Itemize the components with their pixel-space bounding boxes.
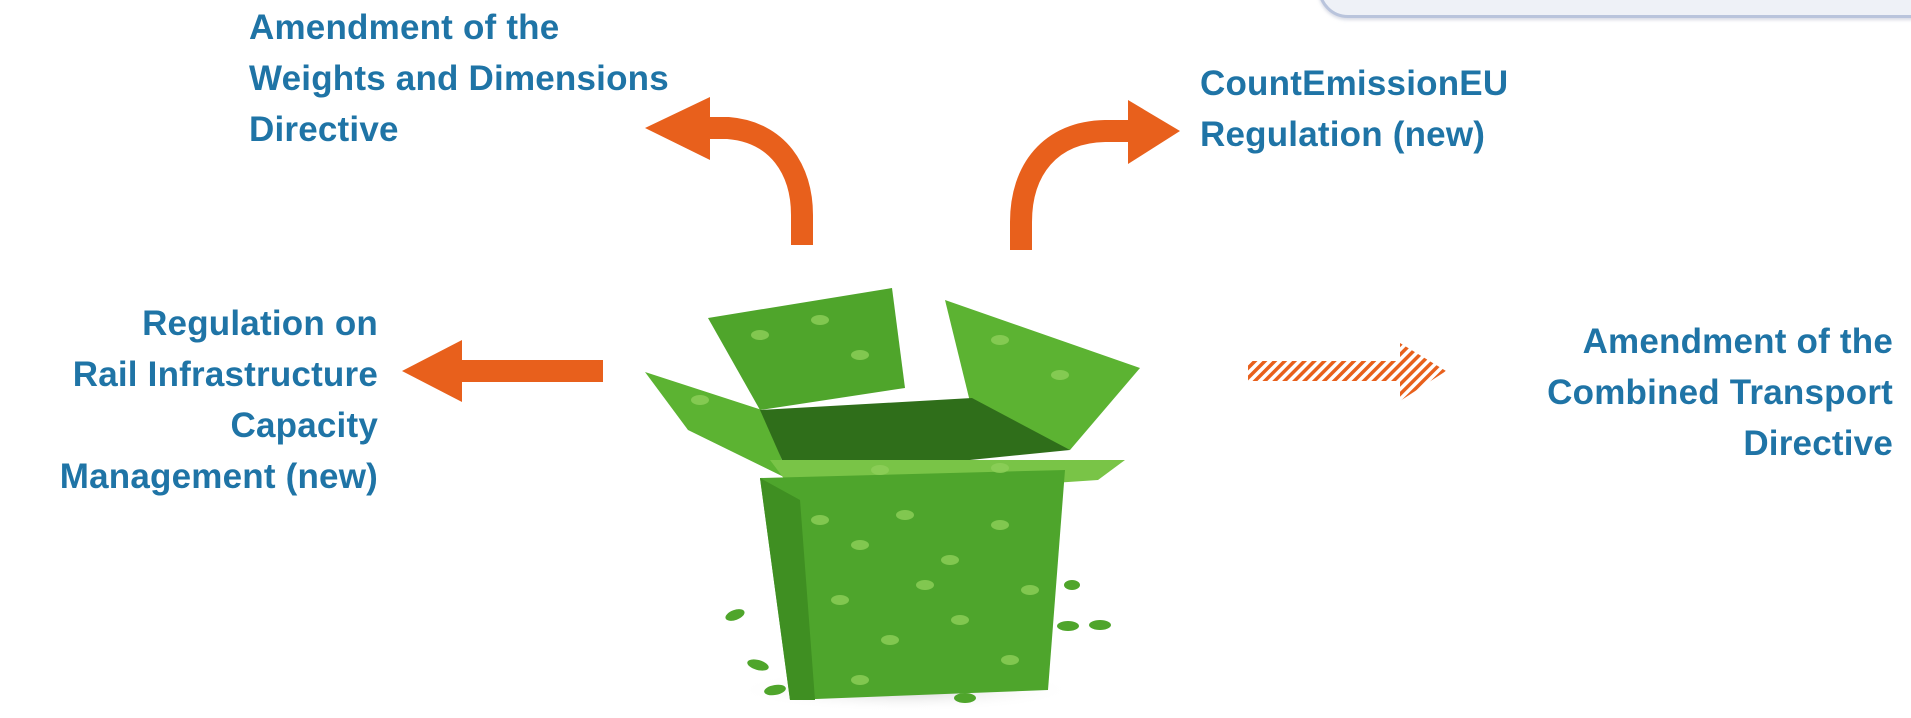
label-line: Regulation (new) [1200, 115, 1486, 154]
hatched-arrow-right-icon [1248, 343, 1446, 401]
label-countemission-regulation: CountEmissionEU Regulation (new) [1200, 58, 1508, 160]
label-rail-capacity-regulation: Regulation on Rail Infrastructure Capaci… [60, 298, 378, 502]
label-line: Weights and Dimensions [249, 59, 669, 98]
curved-arrow-up-right-icon [1010, 100, 1180, 250]
label-line: Directive [1743, 424, 1893, 463]
label-line: Regulation on [142, 304, 378, 343]
leaf-box-icon [645, 288, 1140, 712]
label-line: Combined Transport [1547, 373, 1893, 412]
label-line: Directive [249, 110, 399, 149]
label-line: Capacity [230, 406, 378, 445]
curved-arrow-up-left-icon [645, 97, 813, 245]
label-line: Amendment of the [249, 8, 560, 47]
label-line: CountEmissionEU [1200, 64, 1509, 103]
label-weights-dimensions-directive: Amendment of the Weights and Dimensions … [249, 2, 669, 155]
label-line: Amendment of the [1582, 322, 1893, 361]
label-line: Rail Infrastructure [72, 355, 378, 394]
label-combined-transport-directive: Amendment of the Combined Transport Dire… [1547, 316, 1893, 469]
label-line: Management (new) [59, 457, 378, 496]
arrow-left-icon [402, 340, 603, 402]
